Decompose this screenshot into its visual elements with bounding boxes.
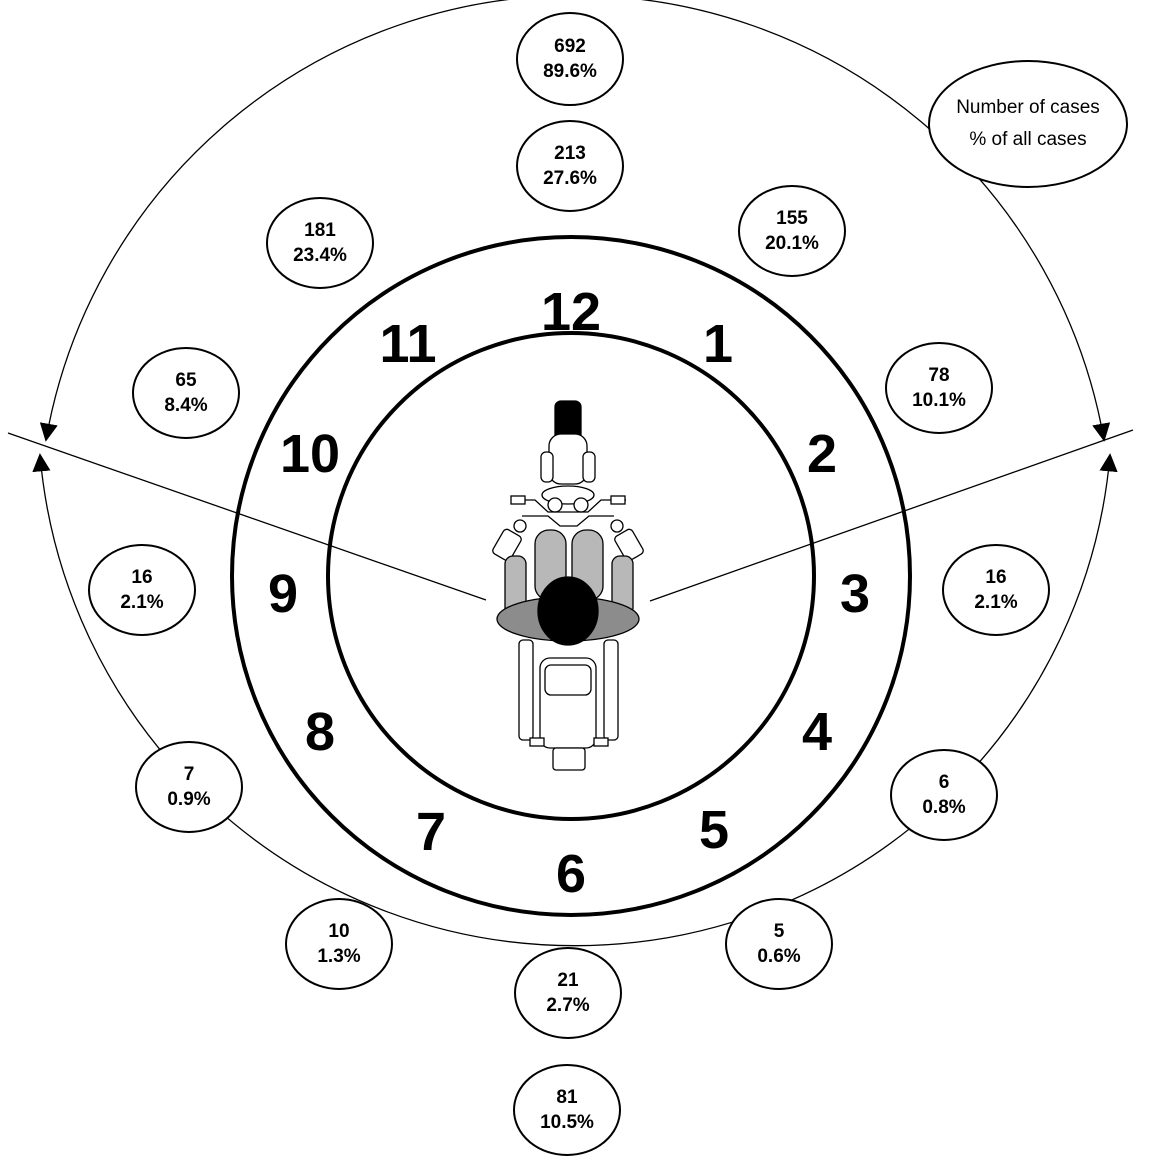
clock-number-11: 11 <box>379 314 436 374</box>
bubble-clock-4: 6 0.8% <box>891 750 997 840</box>
bubble-clock-3: 16 2.1% <box>943 545 1049 635</box>
bubble-count: 5 <box>774 921 785 942</box>
bubble-count: 181 <box>304 220 336 241</box>
bubble-outline <box>89 545 195 635</box>
bubble-outline <box>739 186 845 276</box>
divider-left <box>8 433 486 600</box>
bubble-clock-2: 78 10.1% <box>886 343 992 433</box>
bubble-clock-5: 5 0.6% <box>726 899 832 989</box>
bubble-count: 21 <box>557 970 579 991</box>
legend-bubble: Number of cases % of all cases <box>929 61 1127 187</box>
clock-number-8: 8 <box>305 702 335 762</box>
bubble-count: 78 <box>928 365 949 386</box>
rear-total-count: 81 <box>556 1087 578 1108</box>
bubble-outline <box>886 343 992 433</box>
bubble-clock-6: 21 2.7% <box>515 948 621 1038</box>
bubble-pct: 2.1% <box>974 592 1017 613</box>
clock-number-1: 1 <box>703 314 733 374</box>
bubble-outline <box>891 750 997 840</box>
bubble-pct: 0.9% <box>167 789 210 810</box>
bubble-clock-1: 155 20.1% <box>739 186 845 276</box>
clock-number-2: 2 <box>807 424 837 484</box>
bubble-pct: 20.1% <box>765 233 819 254</box>
bubble-outline <box>267 198 373 288</box>
bubble-outline <box>136 742 242 832</box>
bubble-pct: 23.4% <box>293 245 347 266</box>
clock-number-9: 9 <box>268 564 298 624</box>
bubble-outline <box>726 899 832 989</box>
front-total-bubble: 692 89.6% <box>517 13 623 105</box>
bubble-outline <box>286 899 392 989</box>
clock-number-5: 5 <box>699 800 729 860</box>
bubble-count: 213 <box>554 143 586 164</box>
bubble-outline <box>517 121 623 211</box>
bubble-pct: 10.1% <box>912 390 966 411</box>
bubble-clock-8: 7 0.9% <box>136 742 242 832</box>
legend-line-pct: % of all cases <box>969 129 1086 150</box>
bubble-clock-10: 65 8.4% <box>133 348 239 438</box>
motorcycle-icon <box>491 401 644 770</box>
bubble-clock-9: 16 2.1% <box>89 545 195 635</box>
bubble-clock-12: 213 27.6% <box>517 121 623 211</box>
bubble-outline <box>133 348 239 438</box>
bubble-pct: 2.1% <box>120 592 163 613</box>
legend-line-count: Number of cases <box>956 97 1100 118</box>
clock-number-12: 12 <box>541 282 601 342</box>
bubble-count: 7 <box>184 764 195 785</box>
bubble-pct: 27.6% <box>543 168 597 189</box>
bubble-outline <box>943 545 1049 635</box>
bubble-count: 16 <box>131 567 152 588</box>
clock-number-3: 3 <box>840 564 870 624</box>
bubble-count: 10 <box>328 921 349 942</box>
front-total-count: 692 <box>554 36 586 57</box>
bubble-count: 16 <box>985 567 1006 588</box>
bubble-count: 65 <box>175 370 197 391</box>
clock-number-6: 6 <box>556 844 586 904</box>
rear-total-pct: 10.5% <box>540 1112 594 1133</box>
bubble-clock-7: 10 1.3% <box>286 899 392 989</box>
bubble-clock-11: 181 23.4% <box>267 198 373 288</box>
bubble-outline <box>515 948 621 1038</box>
bubble-pct: 0.8% <box>922 797 965 818</box>
rear-total-bubble: 81 10.5% <box>514 1065 620 1155</box>
bubble-pct: 2.7% <box>546 995 589 1016</box>
bubble-count: 6 <box>939 772 950 793</box>
bubble-pct: 8.4% <box>164 395 207 416</box>
clock-number-10: 10 <box>280 424 340 484</box>
clock-number-7: 7 <box>416 802 446 862</box>
bubble-count: 155 <box>776 208 808 229</box>
clock-number-4: 4 <box>802 702 832 762</box>
bubble-pct: 0.6% <box>757 946 800 967</box>
bubble-pct: 1.3% <box>317 946 360 967</box>
front-total-pct: 89.6% <box>543 61 597 82</box>
divider-right <box>650 430 1133 601</box>
